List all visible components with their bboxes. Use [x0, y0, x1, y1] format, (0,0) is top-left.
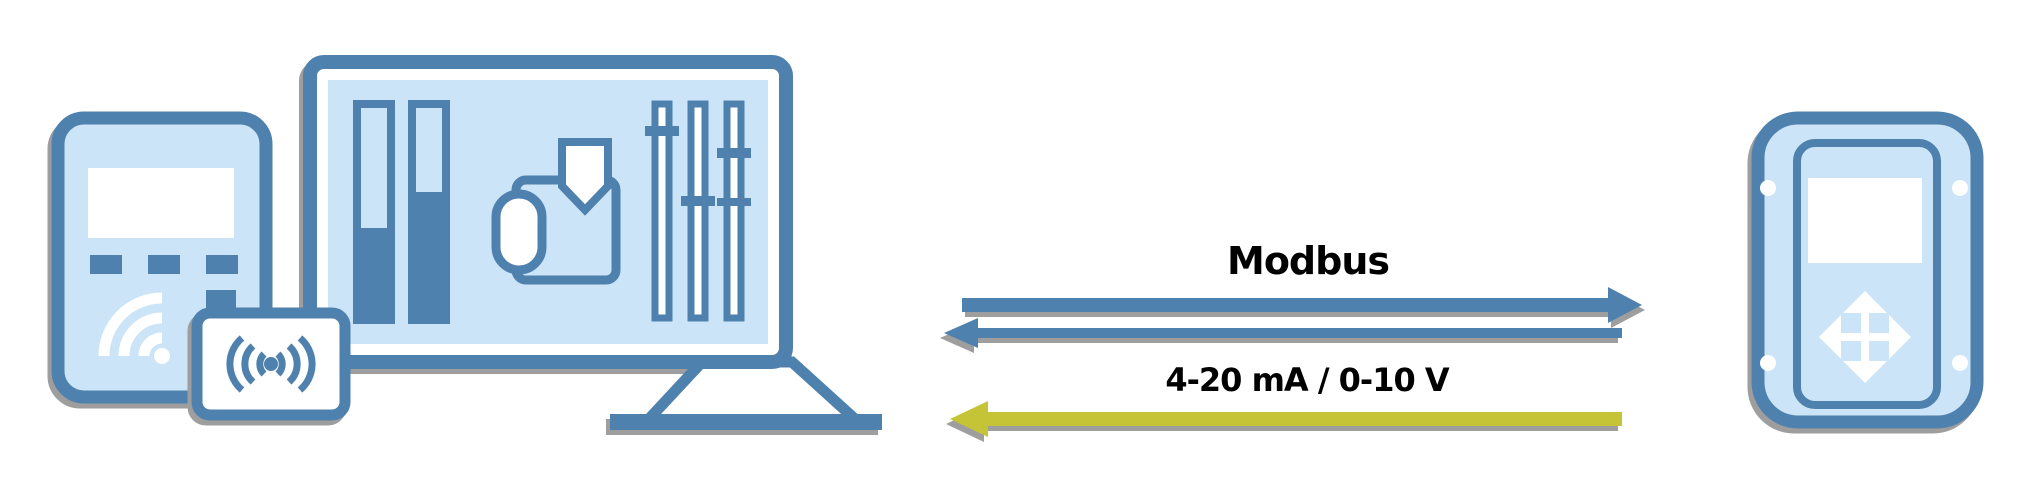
digital-comm-arrow-right-icon	[962, 287, 1642, 323]
wireless-signal-icon	[98, 292, 170, 364]
screw-icon	[1952, 355, 1968, 371]
digital-comm-arrow-left-icon	[944, 318, 1622, 348]
download-arrow	[558, 138, 612, 216]
monitor-stand-base	[610, 414, 882, 430]
pc-monitor-icon	[303, 55, 882, 430]
slider-tick	[717, 198, 751, 206]
field-device-display	[1808, 178, 1922, 263]
screw-icon	[1760, 355, 1776, 371]
digital-comm-label: Modbus	[1227, 239, 1390, 283]
handheld-buttons	[90, 255, 238, 308]
analog-signal-label: 4-20 mA / 0-10 V	[1165, 361, 1449, 399]
handheld-display	[88, 168, 234, 238]
screw-icon	[1760, 180, 1776, 196]
slider-handle	[681, 196, 715, 206]
rfid-tag-icon	[191, 307, 351, 421]
handheld-device-icon	[51, 111, 273, 404]
rfid-waves	[226, 335, 316, 393]
field-device-icon	[1751, 111, 1984, 429]
sliders-icon	[645, 100, 751, 322]
screw-icon	[1952, 180, 1968, 196]
monitor-stand	[635, 356, 871, 426]
analog-signal-arrow-icon	[950, 401, 1622, 437]
level-bars-icon	[353, 100, 450, 324]
navigation-keypad-icon	[1819, 291, 1911, 383]
capsule-shape	[491, 189, 547, 275]
data-download-icon	[491, 138, 621, 285]
connection-arrows	[944, 287, 1642, 437]
slider-handle	[645, 126, 679, 136]
slider-handle	[717, 148, 751, 158]
